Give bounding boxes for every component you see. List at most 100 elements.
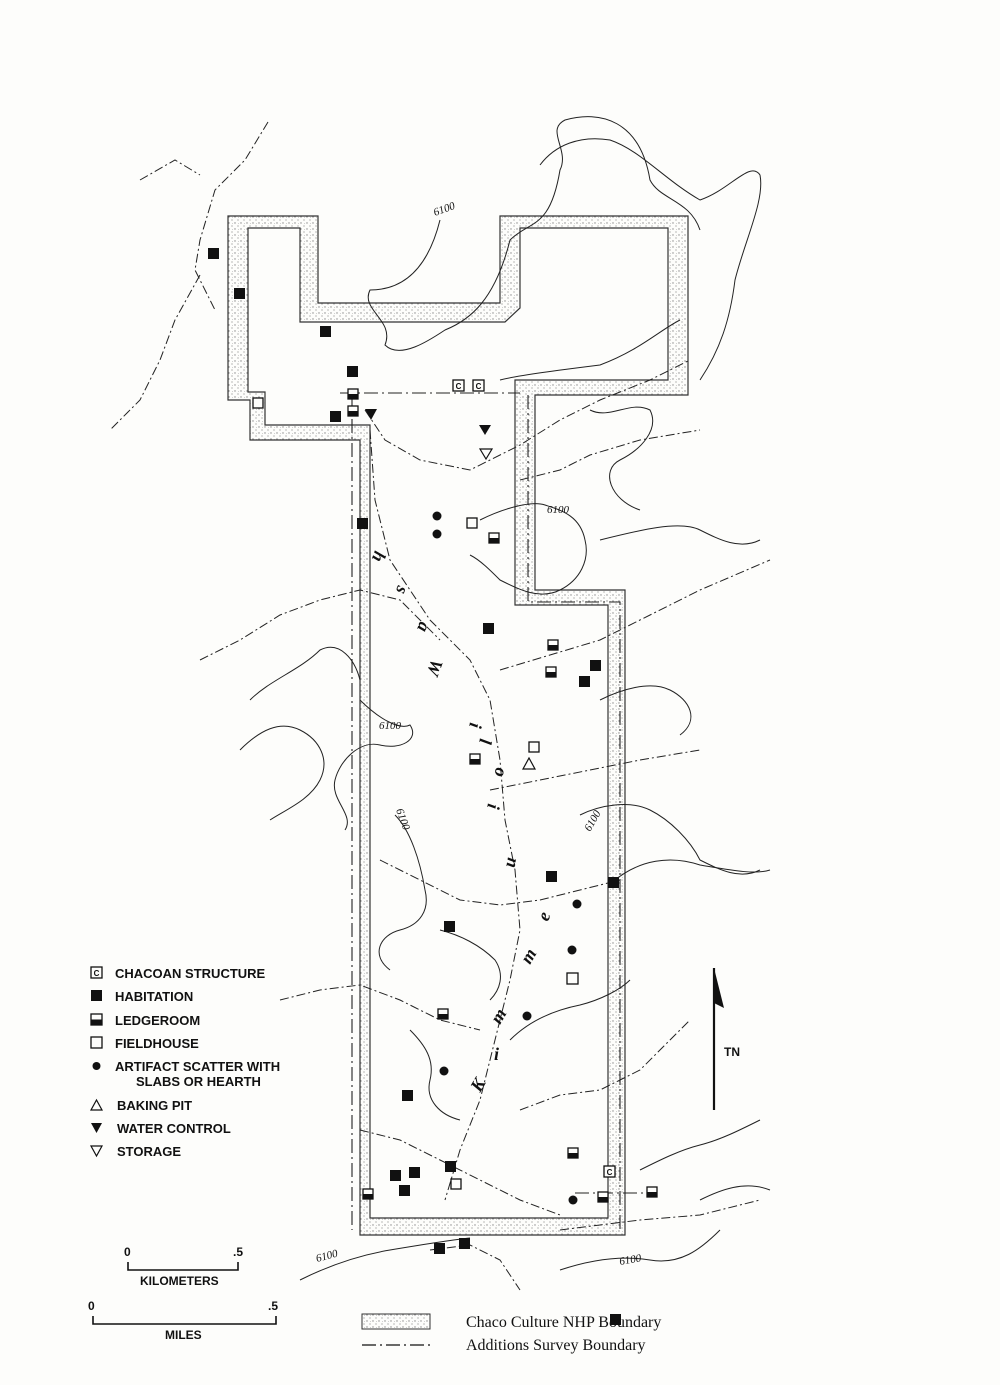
contours <box>239 116 771 1281</box>
svg-text:C: C <box>456 382 462 391</box>
contour-label: 6100 <box>618 1252 642 1268</box>
miles-scale-label: MILES <box>165 1328 202 1342</box>
site-symbols: C C C <box>208 248 658 1325</box>
legend-item-water-control: WATER CONTROL <box>91 1121 231 1136</box>
habitation-site <box>445 1161 456 1172</box>
legend-item-ledgeroom: LEDGEROOM <box>90 1013 200 1028</box>
storage-sites <box>478 448 494 461</box>
drainages <box>109 121 771 1291</box>
legend-label-artifact-scatter-2: SLABS OR HEARTH <box>136 1074 261 1089</box>
fieldhouse-site <box>252 397 264 409</box>
artifact-scatter-site <box>567 945 577 955</box>
survey-boundary-label: Additions Survey Boundary <box>466 1337 646 1354</box>
habitation-site <box>610 1314 621 1325</box>
baking-pit-site <box>521 756 537 770</box>
wash-letter: s <box>392 583 414 597</box>
svg-text:C: C <box>476 382 482 391</box>
legend-item-fieldhouse: FIELDHOUSE <box>90 1036 199 1051</box>
wash-letter: l <box>475 737 496 745</box>
contour-label: 6100 <box>315 1247 340 1264</box>
legend-item-chacoan-structure: C CHACOAN STRUCTURE <box>90 966 266 981</box>
park-boundary-label: Chaco Culture NHP Boundary <box>466 1314 661 1331</box>
ledgeroom-sites <box>347 388 658 1203</box>
km-scale-label: KILOMETERS <box>140 1274 219 1288</box>
habitation-site <box>579 676 590 687</box>
boundary-legend: Chaco Culture NHP Boundary Additions Sur… <box>361 1313 661 1354</box>
habitation-site <box>399 1185 410 1196</box>
wash-letter: e <box>533 909 555 923</box>
legend-label-baking-pit: BAKING PIT <box>117 1098 192 1113</box>
habitation-site <box>357 518 368 529</box>
wash-letter: i <box>494 1044 499 1064</box>
km-scale-end: .5 <box>233 1245 243 1259</box>
contour-label: 6100 <box>379 720 402 732</box>
survey-boundary <box>340 392 655 1230</box>
habitation-site <box>402 1090 413 1101</box>
storage-site <box>478 448 494 461</box>
wash-letter: n <box>502 856 523 869</box>
kilometer-scale: 0 .5 KILOMETERS <box>124 1245 243 1288</box>
habitation-site <box>208 248 219 259</box>
habitation-site <box>234 288 245 299</box>
svg-text:C: C <box>94 969 100 978</box>
north-arrow-label: TN <box>724 1045 740 1059</box>
artifact-scatter-site <box>572 899 582 909</box>
wash-letter: i <box>465 721 486 729</box>
fieldhouse-sites <box>252 397 579 1190</box>
habitation-site <box>459 1238 470 1249</box>
contour-label: 6100 <box>432 200 457 219</box>
habitation-site <box>409 1167 420 1178</box>
ledgeroom-site <box>597 1191 609 1203</box>
legend-label-habitation: HABITATION <box>115 989 193 1004</box>
artifact-scatter-sites <box>432 511 582 1205</box>
legend-label-ledgeroom: LEDGEROOM <box>115 1013 200 1028</box>
ledgeroom-site <box>488 532 500 544</box>
habitation-site <box>347 366 358 377</box>
park-boundary <box>227 215 689 1236</box>
ledgeroom-site <box>567 1147 579 1159</box>
habitation-site <box>330 411 341 422</box>
wash-letter: h <box>368 549 390 565</box>
ledgeroom-site <box>545 666 557 678</box>
legend-label-chacoan-structure: CHACOAN STRUCTURE <box>115 966 266 981</box>
habitation-site <box>320 326 331 337</box>
contour-label: 6100 <box>547 504 570 516</box>
svg-text:C: C <box>607 1168 613 1177</box>
artifact-scatter-site <box>522 1011 532 1021</box>
wash-letter: W <box>422 657 447 681</box>
ledgeroom-site <box>469 753 481 765</box>
habitation-site <box>434 1243 445 1254</box>
legend-item-artifact-scatter: ARTIFACT SCATTER WITH SLABS OR HEARTH <box>92 1059 280 1089</box>
habitation-site <box>546 871 557 882</box>
legend: C CHACOAN STRUCTURE HABITATION LEDGEROOM… <box>89 966 280 1159</box>
legend-label-storage: STORAGE <box>117 1144 181 1159</box>
legend-item-habitation: HABITATION <box>91 989 193 1004</box>
ledgeroom-site <box>347 388 359 400</box>
chacoan-structure-site: C <box>472 379 485 392</box>
habitation-site <box>390 1170 401 1181</box>
habitation-site <box>483 623 494 634</box>
ledgeroom-site <box>547 639 559 651</box>
chacoan-structure-site: C <box>452 379 465 392</box>
ledgeroom-site <box>437 1008 449 1020</box>
wash-letter: o <box>490 766 511 778</box>
fieldhouse-site <box>450 1178 462 1190</box>
ledgeroom-site <box>362 1188 374 1200</box>
baking-pit-sites <box>521 756 537 770</box>
ledgeroom-site <box>646 1186 658 1198</box>
wash-letter: m <box>516 945 540 967</box>
artifact-scatter-site <box>568 1195 578 1205</box>
water-control-site <box>365 409 377 420</box>
habitation-site <box>608 877 619 888</box>
legend-item-storage: STORAGE <box>89 1144 181 1159</box>
legend-label-artifact-scatter-1: ARTIFACT SCATTER WITH <box>115 1059 280 1074</box>
chacoan-structure-sites: C C C <box>452 379 616 1178</box>
habitation-site <box>590 660 601 671</box>
fieldhouse-site <box>466 517 478 529</box>
wash-letter: K <box>466 1073 491 1096</box>
km-scale-start: 0 <box>124 1245 131 1259</box>
artifact-scatter-site <box>432 511 442 521</box>
habitation-site <box>444 921 455 932</box>
miles-scale: 0 .5 MILES <box>88 1299 278 1342</box>
